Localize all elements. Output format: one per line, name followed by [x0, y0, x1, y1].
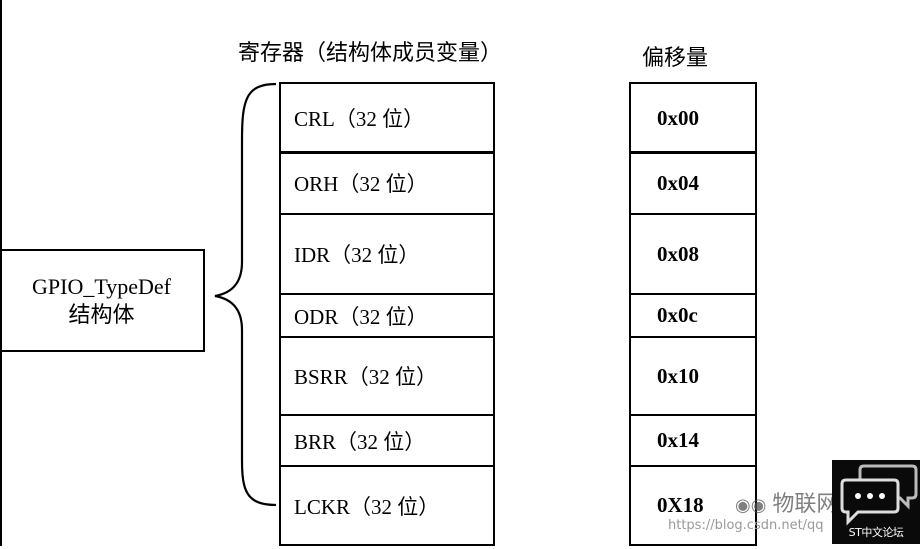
wechat-icon: ◉◉: [735, 495, 767, 516]
register-label: BRR（32 位）: [294, 429, 426, 454]
offset-cell: 0x08: [629, 213, 757, 295]
register-cell: IDR（32 位）: [279, 213, 495, 295]
struct-label: 结构体: [68, 301, 135, 327]
watermark: ◉◉物联网: [735, 486, 838, 518]
registers-heading: 寄存器（结构体成员变量）: [238, 40, 503, 65]
register-cell: BRR（32 位）: [279, 414, 495, 467]
register-label: BSRR（32 位）: [294, 365, 437, 389]
struct-name: GPIO_TypeDef: [32, 273, 171, 299]
watermark-text: 物联网: [772, 492, 839, 517]
register-cell: CRL（32 位）: [279, 82, 495, 154]
register-cell: BSRR（32 位）: [279, 336, 495, 416]
offset-label: 0X18: [657, 493, 704, 517]
offset-label: 0x14: [657, 428, 699, 452]
offset-label: 0x04: [657, 170, 699, 195]
offset-cell: 0x00: [629, 82, 757, 154]
offset-label: 0x08: [657, 241, 699, 266]
offset-cell: 0x14: [629, 414, 757, 467]
offset-label: 0x0c: [657, 303, 698, 327]
logo-text: ST中文论坛: [848, 526, 904, 539]
offset-cell: 0x04: [629, 151, 757, 215]
watermark-url: https://blog.csdn.net/qq: [668, 518, 824, 533]
offset-cell: 0x0c: [629, 293, 757, 338]
register-label: LCKR（32 位）: [294, 494, 440, 519]
register-cell: ODR（32 位）: [279, 293, 495, 338]
register-cell: ORH（32 位）: [279, 151, 495, 215]
struct-box: GPIO_TypeDef 结构体: [0, 249, 205, 352]
register-cell: LCKR（32 位）: [279, 465, 495, 546]
register-label: ORH（32 位）: [294, 172, 428, 196]
register-label: IDR（32 位）: [294, 243, 420, 267]
offset-cell: 0X18: [629, 465, 757, 546]
register-label: CRL（32 位）: [294, 107, 425, 131]
forum-logo: ST中文论坛: [832, 460, 920, 544]
left-border-line: [0, 0, 2, 546]
offset-cell: 0x10: [629, 336, 757, 416]
chat-bubble-icon: [840, 464, 918, 526]
offset-label: 0x10: [657, 363, 699, 388]
register-label: ODR（32 位）: [294, 304, 428, 329]
offset-label: 0x00: [657, 105, 699, 130]
offset-heading: 偏移量: [642, 45, 709, 70]
